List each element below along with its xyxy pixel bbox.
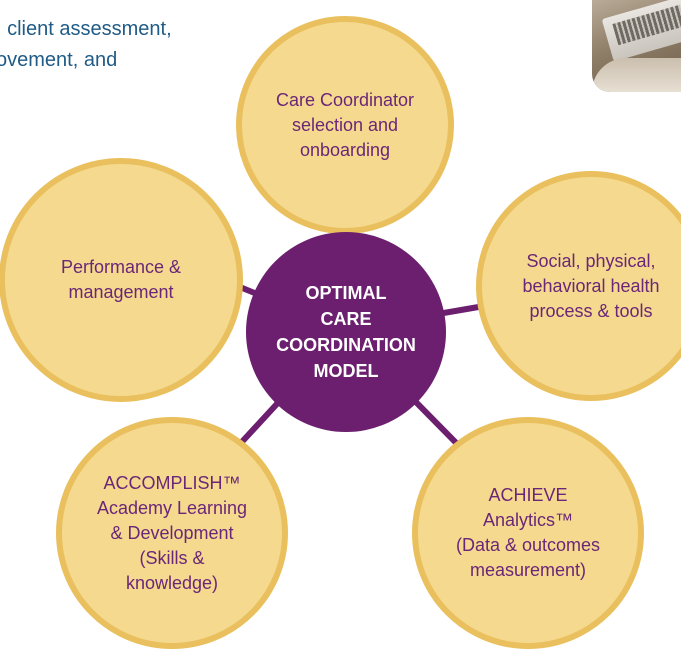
hub-optimal-care-coordination-model: OPTIMAL CARE COORDINATION MODEL (246, 232, 446, 432)
sofa-shape (592, 58, 681, 92)
node-social-physical-behavioral-label: Social, physical, behavioral health proc… (522, 250, 660, 321)
node-care-coordinator-selection: Care Coordinator selection and onboardin… (236, 16, 454, 234)
hub-label: OPTIMAL CARE COORDINATION MODEL (276, 283, 416, 381)
node-achieve-analytics-label: ACHIEVE Analytics™ (Data & outcomes meas… (455, 485, 601, 580)
node-performance-management-label: Performance & management (60, 257, 182, 302)
node-accomplish-academy-label: ACCOMPLISH™ Academy Learning & Developme… (96, 472, 248, 593)
node-social-physical-behavioral: Social, physical, behavioral health proc… (476, 171, 681, 401)
node-accomplish-academy: ACCOMPLISH™ Academy Learning & Developme… (56, 417, 288, 649)
node-performance-management: Performance & management (0, 158, 243, 402)
laptop-photo (592, 0, 681, 92)
node-care-coordinator-selection-label: Care Coordinator selection and onboardin… (275, 89, 415, 160)
node-achieve-analytics: ACHIEVE Analytics™ (Data & outcomes meas… (412, 417, 644, 649)
intro-text: , client assessment, ovement, and (0, 18, 172, 71)
